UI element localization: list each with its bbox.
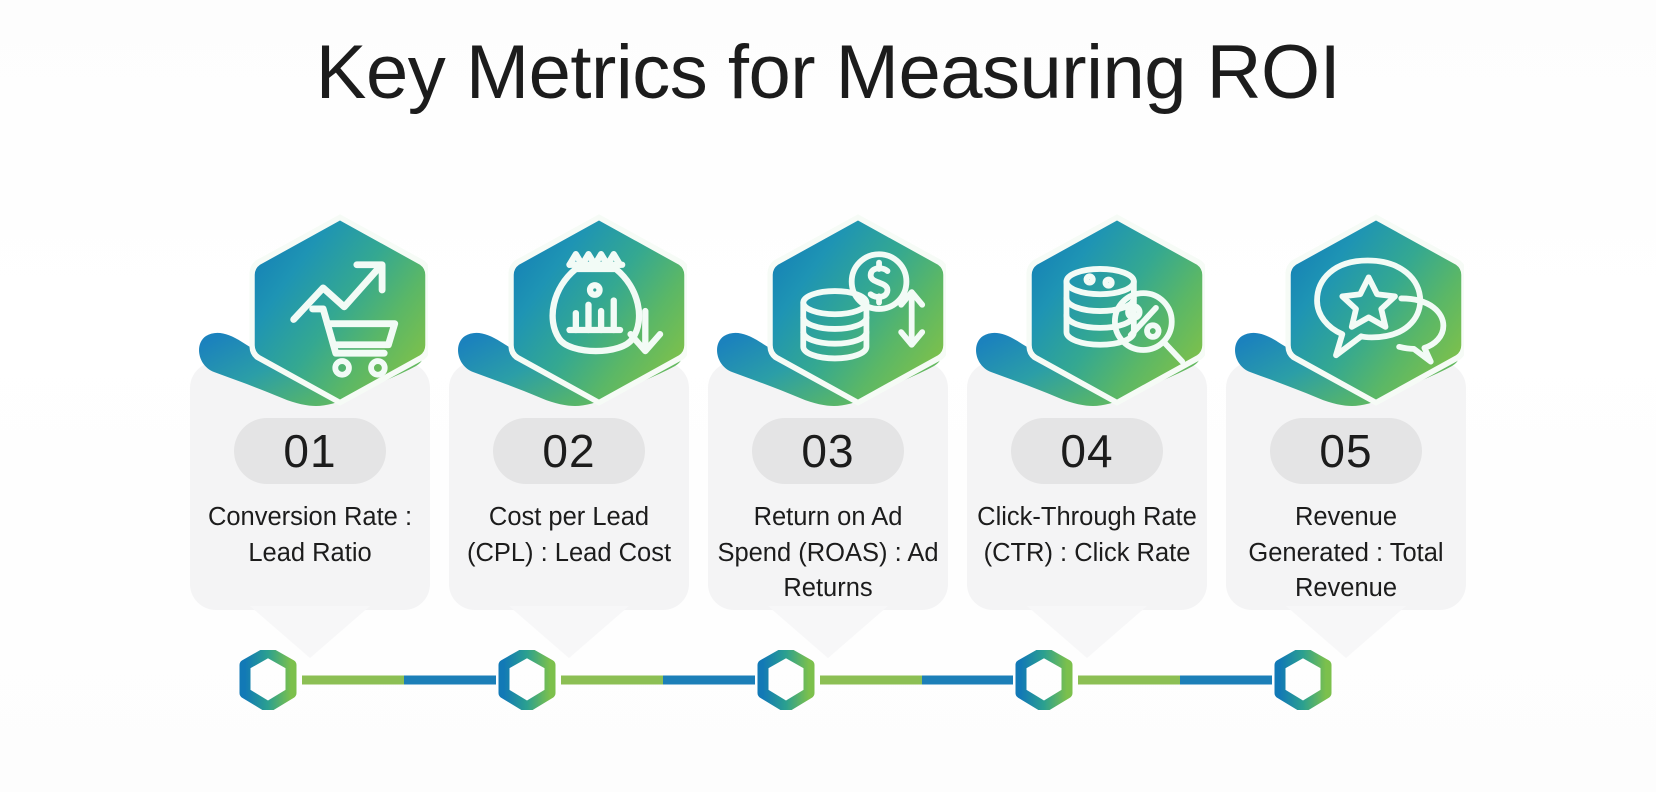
chat-bubble-star-icon bbox=[1228, 210, 1464, 410]
coin-stack-percent-magnifier-icon bbox=[969, 210, 1205, 410]
card-number-badge: 03 bbox=[752, 418, 904, 484]
metric-card[interactable]: 04 Click-Through Rate (CTR) : Click Rate bbox=[967, 210, 1207, 658]
card-number: 01 bbox=[283, 425, 337, 477]
metric-card[interactable]: 02 Cost per Lead (CPL) : Lead Cost bbox=[449, 210, 689, 658]
timeline-connector bbox=[0, 650, 1656, 710]
timeline-marker-hexagon bbox=[239, 650, 297, 710]
card-number-badge: 02 bbox=[493, 418, 645, 484]
card-number: 02 bbox=[542, 425, 596, 477]
metric-card[interactable]: 01 Conversion Rate : Lead Ratio bbox=[190, 210, 430, 658]
card-number: 04 bbox=[1060, 425, 1114, 477]
timeline-markers bbox=[239, 650, 1332, 710]
card-caption: Click-Through Rate (CTR) : Click Rate bbox=[977, 503, 1197, 567]
card-number-badge: 05 bbox=[1270, 418, 1422, 484]
card-number: 03 bbox=[801, 425, 855, 477]
card-number-badge: 04 bbox=[1011, 418, 1163, 484]
timeline-marker-hexagon bbox=[1015, 650, 1073, 710]
timeline-marker-hexagon bbox=[498, 650, 556, 710]
cart-trending-up-icon bbox=[192, 210, 428, 410]
card-caption: Return on Ad Spend (ROAS) : Ad Returns bbox=[717, 503, 939, 603]
coin-stack-dollar-arrows-icon bbox=[710, 210, 946, 410]
card-number: 05 bbox=[1319, 425, 1373, 477]
metric-cards-row: 01 Conversion Rate : Lead Ratio bbox=[0, 210, 1656, 658]
card-caption: Cost per Lead (CPL) : Lead Cost bbox=[466, 503, 672, 567]
metric-card[interactable]: 03 Return on Ad Spend (ROAS) : Ad Return… bbox=[708, 210, 948, 658]
card-number-badge: 01 bbox=[234, 418, 386, 484]
page-title: Key Metrics for Measuring ROI bbox=[315, 30, 1341, 115]
metric-card[interactable]: 05 Revenue Generated : Total Revenue bbox=[1226, 210, 1466, 658]
timeline-marker-hexagon bbox=[1274, 650, 1332, 710]
timeline-marker-hexagon bbox=[757, 650, 815, 710]
money-bag-arrow-down-icon bbox=[451, 210, 687, 410]
card-caption: Conversion Rate : Lead Ratio bbox=[207, 503, 413, 567]
card-caption: Revenue Generated : Total Revenue bbox=[1248, 503, 1444, 603]
